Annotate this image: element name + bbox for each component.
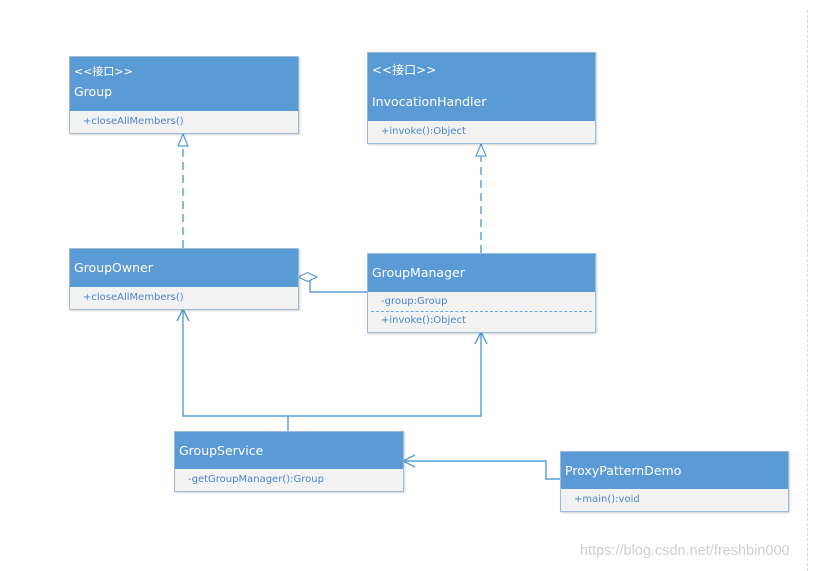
groupservice-name: GroupService — [179, 443, 264, 458]
group-name: Group — [74, 84, 113, 99]
invocationhandler-header: <<接口>> InvocationHandler — [368, 53, 595, 121]
proxypatterndemo-class-box[interactable]: ProxyPatternDemo +main():void — [560, 451, 789, 512]
proxypatterndemo-member: +main():void — [574, 494, 640, 505]
association-demo-groupservice — [404, 460, 560, 480]
groupmanager-name: GroupManager — [372, 265, 465, 280]
group-member: +closeAllMembers() — [83, 116, 184, 127]
invocationhandler-name: InvocationHandler — [372, 94, 487, 109]
association-groupservice-groupmanager — [288, 334, 482, 417]
group-header: <<接口>> Group — [70, 57, 298, 111]
groupmanager-compartment-divider — [371, 311, 592, 312]
groupowner-members: +closeAllMembers() — [70, 287, 298, 309]
invocationhandler-stereotype: <<接口>> — [372, 63, 437, 77]
group-interface-box[interactable]: <<接口>> Group +closeAllMembers() — [69, 56, 299, 134]
association-groupservice-groupowner — [182, 311, 289, 431]
groupservice-member: -getGroupManager():Group — [188, 474, 324, 485]
groupmanager-header: GroupManager — [368, 254, 595, 292]
watermark: https://blog.csdn.net/freshbin000 — [580, 543, 790, 559]
proxypatterndemo-members: +main():void — [561, 489, 788, 511]
invocationhandler-interface-box[interactable]: <<接口>> InvocationHandler +invoke():Objec… — [367, 52, 596, 144]
realization-arrowhead-invocationhandler — [475, 142, 487, 157]
aggregation-diamond — [296, 271, 319, 283]
groupowner-header: GroupOwner — [70, 249, 298, 287]
groupowner-member: +closeAllMembers() — [83, 292, 184, 303]
realization-arrowhead-group — [177, 132, 189, 147]
groupmanager-members: -group:Group +invoke():Object — [368, 292, 595, 332]
groupmanager-operation: +invoke():Object — [381, 315, 466, 326]
groupservice-header: GroupService — [175, 432, 403, 469]
aggregation-line — [309, 276, 368, 293]
groupmanager-class-box[interactable]: GroupManager -group:Group +invoke():Obje… — [367, 253, 596, 333]
proxypatterndemo-header: ProxyPatternDemo — [561, 452, 788, 489]
groupservice-members: -getGroupManager():Group — [175, 469, 403, 491]
invocationhandler-members: +invoke():Object — [368, 121, 595, 143]
proxypatterndemo-name: ProxyPatternDemo — [565, 463, 682, 478]
canvas-border — [807, 10, 808, 571]
group-stereotype: <<接口>> — [74, 65, 133, 78]
groupowner-name: GroupOwner — [74, 260, 153, 275]
groupmanager-attribute: -group:Group — [381, 296, 448, 307]
invocationhandler-member: +invoke():Object — [381, 126, 466, 137]
groupservice-class-box[interactable]: GroupService -getGroupManager():Group — [174, 431, 404, 492]
groupowner-class-box[interactable]: GroupOwner +closeAllMembers() — [69, 248, 299, 310]
group-members: +closeAllMembers() — [70, 111, 298, 133]
